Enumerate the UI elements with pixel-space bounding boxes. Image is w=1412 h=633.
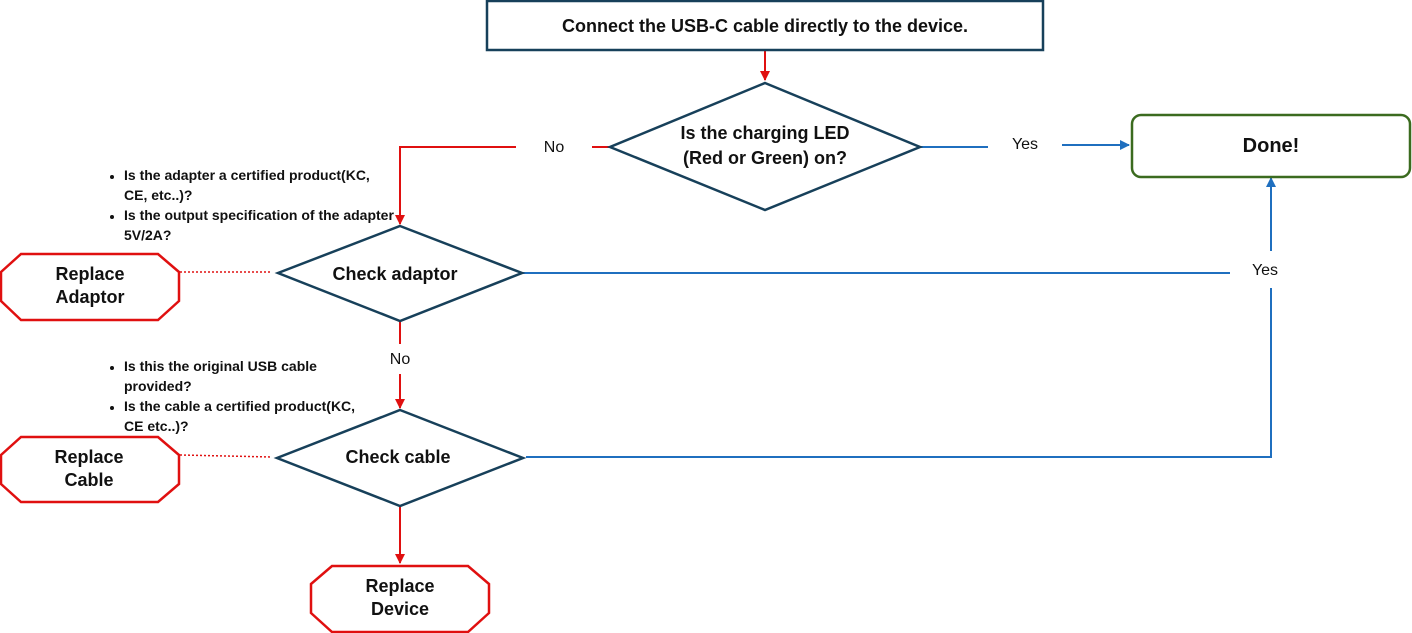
led-check-label-line2: (Red or Green) on? xyxy=(683,148,847,168)
led-check-decision: Is the charging LED (Red or Green) on? xyxy=(606,81,924,212)
replace-cable-label-line1: Replace xyxy=(54,447,123,467)
replace-device-label-line2: Device xyxy=(371,599,429,619)
replace-device-label-line1: Replace xyxy=(365,576,434,596)
cable-checklist-item: Is this the original USB cable provided? xyxy=(124,356,366,396)
cable-checklist: Is this the original USB cable provided?… xyxy=(96,356,366,436)
edge-label-led-yes: Yes xyxy=(1012,136,1038,153)
edge-label-adaptor-no: No xyxy=(390,351,411,368)
start-box-label: Connect the USB-C cable directly to the … xyxy=(562,16,968,36)
replace-cable-label-line2: Cable xyxy=(64,470,113,490)
adaptor-checklist-item: Is the adapter a certified product(KC, C… xyxy=(124,165,396,205)
dotted-link-cable xyxy=(179,454,273,458)
replace-adaptor-label-line1: Replace xyxy=(55,264,124,284)
replace-device-box: Replace Device xyxy=(309,564,491,633)
edge-label-merge-yes: Yes xyxy=(1252,262,1278,279)
check-adaptor-decision: Check adaptor xyxy=(274,224,526,323)
check-cable-decision: Check cable xyxy=(273,408,527,508)
led-check-label-line1: Is the charging LED xyxy=(680,123,849,143)
replace-adaptor-label-line2: Adaptor xyxy=(56,287,125,307)
start-box: Connect the USB-C cable directly to the … xyxy=(485,0,1045,52)
replace-adaptor-box: Replace Adaptor xyxy=(0,252,181,322)
check-cable-label: Check cable xyxy=(345,447,450,467)
edge-label-led-no: No xyxy=(544,139,565,156)
replace-cable-box: Replace Cable xyxy=(0,435,181,504)
connector-cable-yes xyxy=(526,288,1272,458)
adaptor-checklist-item: Is the output specification of the adapt… xyxy=(124,205,396,245)
adaptor-checklist: Is the adapter a certified product(KC, C… xyxy=(96,165,396,245)
done-box: Done! xyxy=(1130,113,1412,179)
done-box-label: Done! xyxy=(1243,135,1300,157)
cable-checklist-item: Is the cable a certified product(KC, CE … xyxy=(124,396,366,436)
connector-led-no-to-adaptor xyxy=(395,146,516,225)
check-adaptor-label: Check adaptor xyxy=(332,264,457,284)
